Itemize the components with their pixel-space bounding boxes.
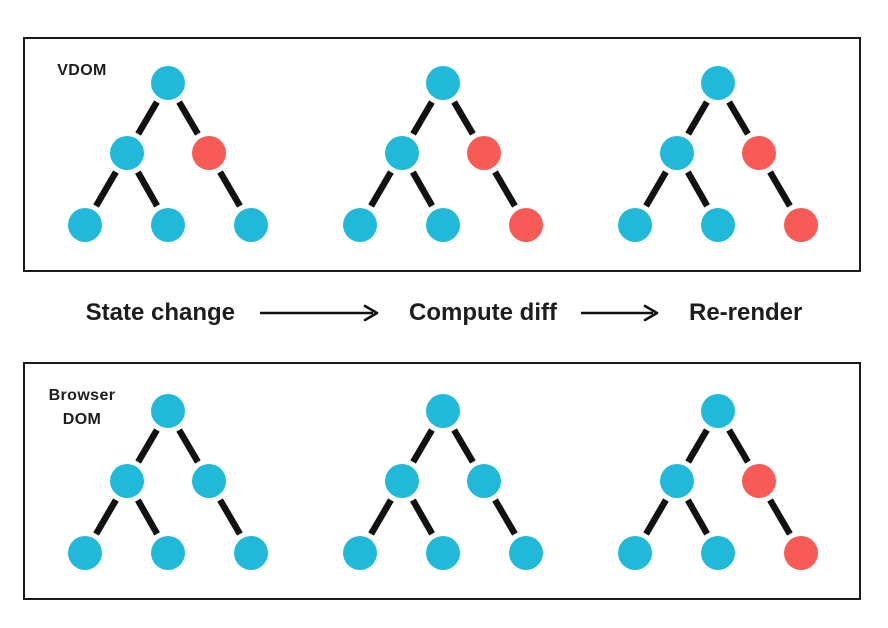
tree-edge [176,428,201,464]
tree-edge [492,170,518,208]
tree-node [68,208,102,242]
tree-edge [451,428,476,464]
tree-edge [410,100,435,136]
vdom-panel: VDOM [23,37,861,272]
tree-edge [767,170,793,208]
browser-dom-tree-3 [578,391,858,577]
tree-node [151,394,185,428]
tree-svg [618,66,818,242]
tree-node [192,464,226,498]
tree-node [151,208,185,242]
tree-svg [343,66,543,242]
tree-svg [343,394,543,570]
arrow-right-icon [581,304,659,322]
tree-edge [176,100,201,136]
tree-edge [93,170,119,208]
tree-node [701,66,735,100]
tree-node [701,394,735,428]
tree-node-changed [784,208,818,242]
tree-edge [492,498,518,536]
tree-node [151,66,185,100]
tree-node [426,536,460,570]
tree-edge [93,498,119,536]
tree-node [509,536,543,570]
tree-node [426,394,460,428]
flow-row: State change Compute diff Re-render [0,297,888,329]
tree-edge [643,498,669,536]
tree-node [701,536,735,570]
tree-svg [68,394,268,570]
flow-step-compute-diff: Compute diff [409,299,557,326]
tree-node [701,208,735,242]
tree-edge [368,170,394,208]
browser-dom-tree-1 [28,391,308,577]
tree-node [426,66,460,100]
vdom-panel-label: VDOM [39,59,125,83]
tree-node [385,464,419,498]
tree-edge [217,170,243,208]
tree-node-changed [509,208,543,242]
tree-node [343,208,377,242]
tree-edge [135,170,160,208]
vdom-tree-1 [28,63,308,249]
tree-node [234,536,268,570]
tree-node [234,208,268,242]
tree-edge [217,498,243,536]
tree-edge [685,498,710,536]
browser-dom-tree-2 [303,391,583,577]
tree-node [68,536,102,570]
tree-edge [135,100,160,136]
tree-node [660,136,694,170]
tree-node [618,208,652,242]
tree-node-changed [192,136,226,170]
panel-label-line: Browser [48,387,116,404]
panel-label-line: VDOM [57,62,107,79]
arrow-right-icon [260,304,379,322]
tree-svg [618,394,818,570]
tree-svg [68,66,268,242]
tree-node [110,136,144,170]
tree-node-changed [467,136,501,170]
tree-edge [726,100,751,136]
tree-node [110,464,144,498]
tree-node-changed [784,536,818,570]
vdom-tree-3 [578,63,858,249]
tree-edge [767,498,793,536]
tree-node [343,536,377,570]
tree-edge [726,428,751,464]
tree-node [618,536,652,570]
tree-node [385,136,419,170]
tree-edge [410,498,435,536]
tree-edge [643,170,669,208]
tree-edge [135,498,160,536]
tree-node [151,536,185,570]
tree-edge [368,498,394,536]
tree-edge [685,428,710,464]
tree-edge [451,100,476,136]
flow-step-re-render: Re-render [689,299,803,326]
vdom-tree-2 [303,63,583,249]
tree-edge [410,170,435,208]
tree-edge [685,170,710,208]
tree-node [467,464,501,498]
panel-label-line: DOM [62,411,102,428]
tree-edge [410,428,435,464]
tree-node-changed [742,136,776,170]
flow-step-state-change: State change [85,299,236,326]
tree-node [426,208,460,242]
tree-edge [685,100,710,136]
tree-edge [135,428,160,464]
tree-node-changed [742,464,776,498]
tree-node [660,464,694,498]
